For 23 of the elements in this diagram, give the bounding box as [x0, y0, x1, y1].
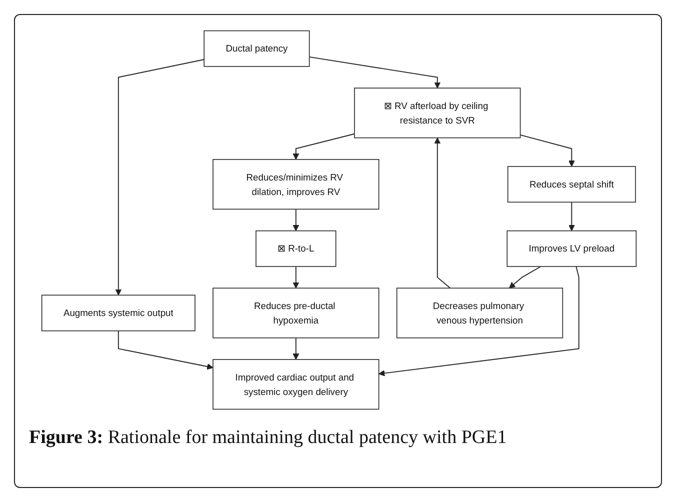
node-box: ⊠ RV afterload by ceiling resistance to SVR: [354, 88, 521, 138]
node-box: Reduces septal shift: [507, 166, 636, 203]
arrow: [568, 202, 575, 232]
arrow: [292, 266, 300, 288]
node-box: Reduces pre-ductal hypoxemia: [212, 288, 380, 338]
arrow: [118, 330, 214, 370]
arrow: [378, 266, 580, 376]
arrow: [434, 138, 451, 289]
arrow: [292, 337, 300, 360]
arrow: [292, 208, 300, 232]
node-box: Augments systemic output: [41, 294, 196, 332]
node-box: Reduces/minimizes RV dilation, improves RV: [212, 159, 380, 210]
arrow: [508, 266, 542, 288]
arrow: [520, 134, 575, 167]
arrow: [292, 133, 355, 160]
figure-caption: Figure 3: Rationale for maintaining ductal patency with PGE1: [29, 427, 507, 449]
node-box: Improves LV preload: [506, 230, 637, 267]
arrow: [308, 56, 441, 88]
node-box: ⊠ R-to-L: [256, 230, 336, 267]
node-box: Decreases pulmonary venous hypertension: [396, 288, 564, 338]
node-box: Improved cardiac output and systemic oxygen delivery: [212, 359, 380, 410]
arrow: [115, 59, 205, 296]
node-box: Ductal patency: [204, 30, 310, 67]
